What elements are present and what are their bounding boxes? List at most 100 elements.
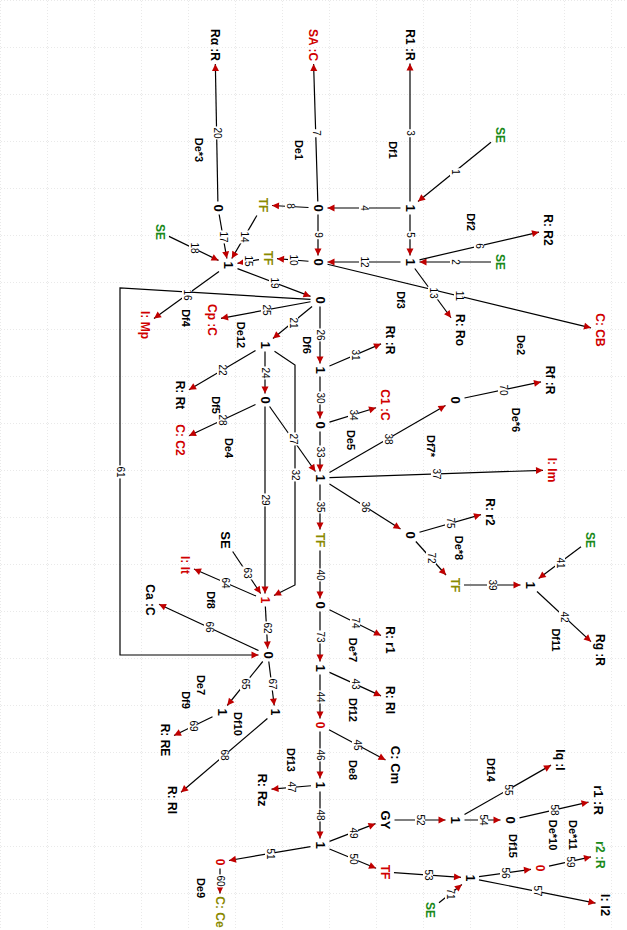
bond-name: De4 [223, 438, 234, 458]
bond-number: 51 [265, 847, 275, 860]
element-node: C: CB [592, 312, 608, 349]
element-node: R1 :R [402, 28, 418, 63]
junction-node: 0 [447, 395, 464, 406]
node-label: SE [584, 532, 596, 548]
node-label: 1 [269, 709, 281, 716]
bond-number: 46 [315, 748, 325, 761]
junction-node: 1 [312, 840, 329, 851]
arrow-head [254, 586, 261, 594]
node-label: 1 [464, 875, 476, 882]
bond-number: 5 [405, 231, 415, 239]
bond-name: De9 [195, 878, 206, 898]
arrow-head [438, 405, 446, 412]
node-label: R: Rz [256, 773, 269, 806]
arrow-head [154, 312, 162, 319]
arrow-head [317, 592, 324, 599]
node-label: C: C2 [174, 424, 186, 455]
junction-node: I: I2 [597, 892, 614, 918]
bond-number: 10 [288, 253, 298, 266]
bond-name: Df4 [180, 309, 191, 327]
arrow-head [583, 323, 591, 330]
bond-line [465, 765, 552, 814]
node-label: r1 :R [592, 785, 605, 815]
bond [189, 351, 256, 390]
bond-number: 7 [311, 129, 321, 137]
bond-name: Df13 [285, 748, 296, 772]
node-label: Iq :I [554, 749, 566, 770]
arrow-head [310, 64, 317, 71]
element-node: Iq :I [552, 748, 568, 773]
bond-number: 21 [288, 316, 298, 329]
bond-number: 4 [359, 204, 369, 212]
bond [420, 513, 482, 532]
node-label: 1 [314, 366, 327, 373]
bond [189, 404, 256, 435]
junction-node: C: Cm [387, 744, 404, 786]
bond-number: 13 [428, 287, 438, 300]
bond-name: Df6 [301, 336, 312, 354]
bond [238, 269, 311, 298]
bond-number: 62 [262, 621, 272, 634]
arrow-head [303, 291, 311, 298]
bond-number: 30 [315, 391, 325, 404]
bond-number: 17 [218, 230, 228, 243]
node-label: 1 [524, 581, 537, 588]
arrow-head [317, 523, 324, 530]
node-label: 0 [262, 651, 275, 658]
node-label: I: I2 [599, 894, 612, 916]
bond-number: 2 [450, 258, 460, 266]
node-label: TF [257, 198, 269, 213]
bond-line [229, 847, 311, 861]
bond-number: 40 [315, 568, 325, 581]
arrow-head [189, 430, 197, 436]
bond-number: 42 [559, 610, 569, 623]
bond-number: 53 [423, 868, 433, 881]
junction-node: GY [377, 809, 394, 832]
bond-number: 27 [288, 432, 298, 445]
bond-name: De*10 [547, 820, 558, 851]
bond-number: 58 [549, 803, 559, 816]
bond-number: 59 [565, 855, 575, 868]
bond [159, 604, 259, 651]
junction-node: 1 [402, 203, 419, 214]
element-node: TF [260, 249, 276, 268]
element-node: Rg :R [592, 632, 608, 668]
bond [330, 343, 382, 366]
bond-name: De*7 [347, 638, 358, 662]
node-label: R: r1 [384, 626, 396, 653]
arrow-head [583, 855, 591, 862]
arrow-head [212, 64, 219, 71]
arrow-head [272, 202, 279, 209]
bond-number: 20 [212, 126, 222, 139]
node-label: 1 [314, 782, 326, 789]
bond [520, 800, 589, 818]
element-node: C: Ce [212, 895, 228, 930]
bond [420, 259, 492, 266]
bond-line [439, 885, 462, 903]
arrow-head [407, 64, 414, 71]
bond-line [479, 880, 596, 903]
bond-line [169, 236, 219, 260]
arrow-head [252, 652, 259, 659]
node-label: SE [154, 224, 166, 240]
bond-number: 48 [315, 808, 325, 821]
arrow-head [211, 254, 219, 260]
node-label: SE [494, 127, 506, 143]
bond-number: 49 [348, 826, 358, 839]
bond-line [420, 232, 540, 260]
node-label: C1 :C [379, 389, 391, 420]
junction-node: 0 [502, 815, 519, 826]
bond-line [330, 849, 377, 868]
element-node: SE [422, 900, 438, 920]
bond-line [189, 351, 256, 390]
node-label: R: Rl [384, 686, 396, 714]
arrow-head [317, 357, 324, 364]
junction-node: 1 [312, 473, 329, 484]
bond-name: De7 [195, 675, 206, 695]
bond-line [174, 717, 213, 736]
bond-number: 56 [500, 866, 510, 879]
arrow-head [309, 464, 316, 472]
node-label: C: Ce [214, 896, 226, 927]
bond-line [329, 730, 386, 760]
bond-number: 68 [219, 749, 229, 762]
